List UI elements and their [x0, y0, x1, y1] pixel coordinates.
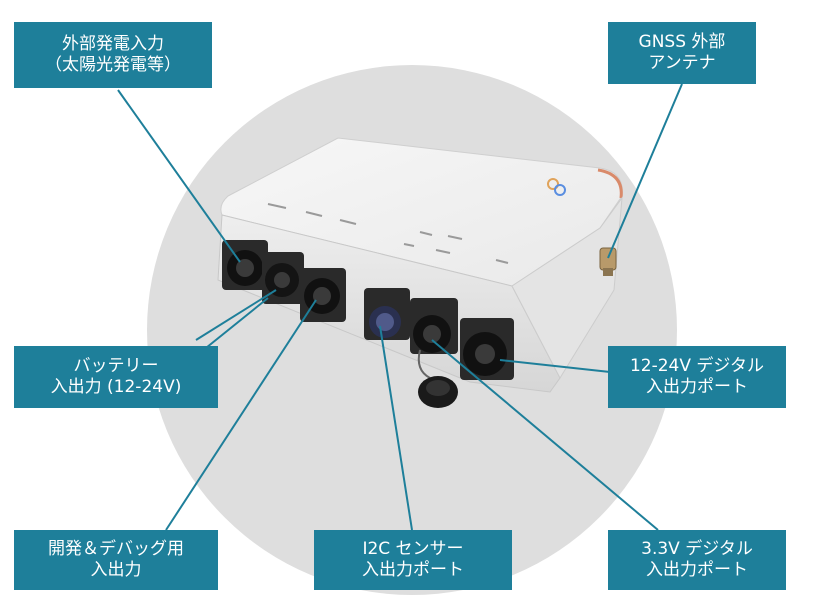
label-battery-line2: 入出力 (12-24V): [50, 377, 182, 397]
label-dev-debug-line1: 開発＆デバッグ用: [48, 539, 184, 559]
gnss-connector: [599, 247, 617, 276]
connector-digital-12-24: [460, 318, 514, 380]
connector-digital-3-3: [410, 298, 458, 354]
label-gnss-line2: アンテナ: [648, 53, 716, 73]
label-dev-debug-line2: 入出力: [90, 560, 142, 580]
panel-markings: [267, 203, 509, 264]
label-i2c-sensor: I2C センサー 入出力ポート: [314, 530, 512, 590]
enclosure-top-face: [220, 137, 623, 287]
leader-external-power: [117, 89, 241, 263]
leader-dev-debug: [165, 299, 317, 531]
logo-icon: [547, 178, 566, 196]
leader-digital-3-3: [431, 339, 659, 531]
label-digital-12-24-line1: 12-24V デジタル: [629, 356, 765, 376]
label-battery-line1: バッテリー: [73, 356, 159, 376]
label-battery: バッテリー 入出力 (12-24V): [14, 346, 218, 408]
label-digital-12-24: 12-24V デジタル 入出力ポート: [608, 346, 786, 408]
label-digital-12-24-line2: 入出力ポート: [646, 377, 748, 397]
label-digital-3-3: 3.3V デジタル 入出力ポート: [608, 530, 786, 590]
label-external-power-line1: 外部発電入力: [62, 34, 164, 54]
leader-battery-a: [195, 289, 277, 341]
connector-i2c: [364, 288, 410, 340]
label-gnss-antenna: GNSS 外部 アンテナ: [608, 22, 756, 84]
dust-cap: [417, 349, 458, 408]
enclosure-side-face: [511, 196, 623, 380]
label-external-power-line2: （太陽光発電等）: [45, 55, 181, 75]
label-dev-debug: 開発＆デバッグ用 入出力: [14, 530, 218, 590]
enclosure-rim: [597, 168, 623, 199]
leader-digital-12-24: [499, 359, 611, 373]
leader-lines: [117, 83, 683, 531]
label-i2c-line1: I2C センサー: [362, 539, 464, 559]
label-i2c-line2: 入出力ポート: [362, 560, 464, 580]
label-external-power: 外部発電入力 （太陽光発電等）: [14, 22, 212, 88]
label-digital-3-3-line1: 3.3V デジタル: [641, 539, 753, 559]
leader-i2c: [379, 325, 413, 531]
leader-gnss: [607, 83, 683, 259]
label-gnss-line1: GNSS 外部: [638, 32, 726, 52]
label-digital-3-3-line2: 入出力ポート: [646, 560, 748, 580]
connector-battery-a: [262, 252, 304, 304]
